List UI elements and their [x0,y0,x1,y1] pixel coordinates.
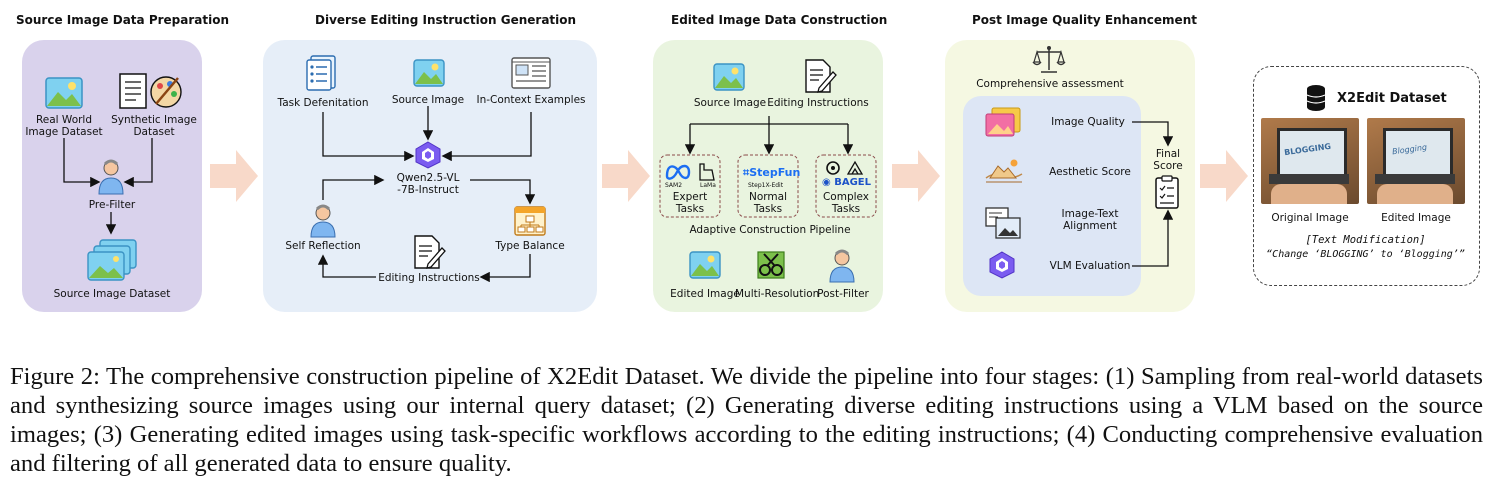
vlm-evaluation-label: VLM Evaluation [1049,260,1131,272]
normal-tasks-label: Normal Tasks [749,191,787,215]
example-modification-label: [Text Modification] [1305,234,1426,246]
image-text-alignment-icon [985,207,1021,239]
image-quality-icon [985,107,1021,137]
edited-laptop-base [1375,174,1455,184]
meta-llama-icon [665,163,715,181]
expert-tasks-label: Expert Tasks [672,191,708,215]
post-filter-person-icon [829,249,855,283]
original-laptop-screen: BLOGGING [1277,128,1347,178]
bagel-icon: ◉ [822,177,831,188]
stepfun-icon: ⌗ [743,166,750,179]
final-score-label: Final Score [1153,148,1183,172]
original-image-label: Original Image [1271,212,1349,224]
edited-image-label-dataset: Edited Image [1381,212,1451,224]
stage-title-source: Source Image Data Preparation [16,13,230,27]
original-hands [1271,184,1347,204]
edited-image: Blogging [1367,118,1465,204]
stepfun-label: StepFun [749,166,801,179]
original-screen-text: BLOGGING [1283,141,1332,158]
task-list-icon [306,55,336,91]
openai-flux-icon [826,160,864,175]
type-balance-icon [514,206,546,236]
image-text-alignment-label: Image-Text Alignment [1061,208,1119,232]
aesthetic-score-label: Aesthetic Score [1049,166,1131,178]
stage-arrow-3 [892,150,940,202]
self-reflection-label: Self Reflection [285,240,361,252]
editing-instructions-doc-icon [414,235,446,269]
lama-label: LaMa [700,182,716,189]
checklist-icon [1155,175,1179,209]
step1x-label: Step1X-Edit [748,182,784,189]
example-instruction-label: “Change ‘BLOGGING’ to ‘Blogging’” [1266,249,1465,260]
edited-image-icon [689,251,721,279]
stage3-instructions-doc-icon [805,59,837,93]
stage3-source-image-icon [713,63,745,91]
edited-hands [1377,184,1453,204]
stage-title-construction: Edited Image Data Construction [671,13,888,27]
original-laptop-base [1269,174,1349,184]
source-image-icon [413,59,445,87]
adaptive-pipeline-label: Adaptive Construction Pipeline [689,224,851,236]
connector-lines [63,106,1174,283]
real-world-image-icon [45,77,83,109]
stage-title-enhancement: Post Image Quality Enhancement [972,13,1197,27]
in-context-label: In-Context Examples [476,94,586,106]
synthetic-dataset-label: Synthetic Image Dataset [111,114,197,138]
complex-tasks-label: Complex Tasks [822,191,870,215]
database-icon [1306,85,1326,111]
sam2-label: SAM2 [665,182,683,189]
stage3-editing-instructions-label: Editing Instructions [767,97,869,109]
qwen-model-label: Qwen2.5-VL -7B-Instruct [396,172,460,196]
stage-arrow-2 [602,150,650,202]
multi-resolution-icon [757,251,785,279]
multi-resolution-label: Multi-Resolution [735,288,820,300]
vlm-evaluation-icon [989,251,1015,279]
stepfun-logo: ⌗StepFun [743,166,800,180]
figure-caption: Figure 2: The comprehensive construction… [10,363,1483,477]
stage-arrow-1 [210,150,258,202]
stage-arrow-4 [1200,150,1248,202]
edited-laptop-screen: Blogging [1383,128,1453,178]
task-definition-label: Task Defenitation [277,97,369,109]
person-icon [98,159,124,195]
balance-scale-icon [1032,46,1066,73]
in-context-examples-icon [511,57,551,89]
edited-image-label: Edited Image [670,288,740,300]
source-dataset-stack-icon [87,239,137,281]
image-quality-label: Image Quality [1051,116,1125,128]
self-reflection-person-icon [310,204,336,238]
prefilter-label: Pre-Filter [88,199,136,211]
stage2-source-image-label: Source Image [391,94,465,106]
stage2-editing-instructions-label: Editing Instructions [378,272,480,284]
edited-screen-text: Blogging [1391,142,1428,157]
bagel-logo: ◉ BAGEL [822,177,871,188]
aesthetic-landscape-icon [985,159,1023,183]
bagel-label: BAGEL [834,177,871,188]
type-balance-label: Type Balance [495,240,565,252]
stage3-source-image-label: Source Image [693,97,767,109]
real-world-dataset-label: Real World Image Dataset [25,114,103,138]
comprehensive-assessment-label: Comprehensive assessment [976,78,1124,90]
stage-title-instruction: Diverse Editing Instruction Generation [315,13,577,27]
qwen-logo-icon [415,141,441,169]
synthetic-image-icon [119,73,182,109]
post-filter-label: Post-Filter [817,288,869,300]
original-image: BLOGGING [1261,118,1359,204]
source-dataset-label: Source Image Dataset [53,288,171,300]
dataset-title: X2Edit Dataset [1337,91,1447,106]
